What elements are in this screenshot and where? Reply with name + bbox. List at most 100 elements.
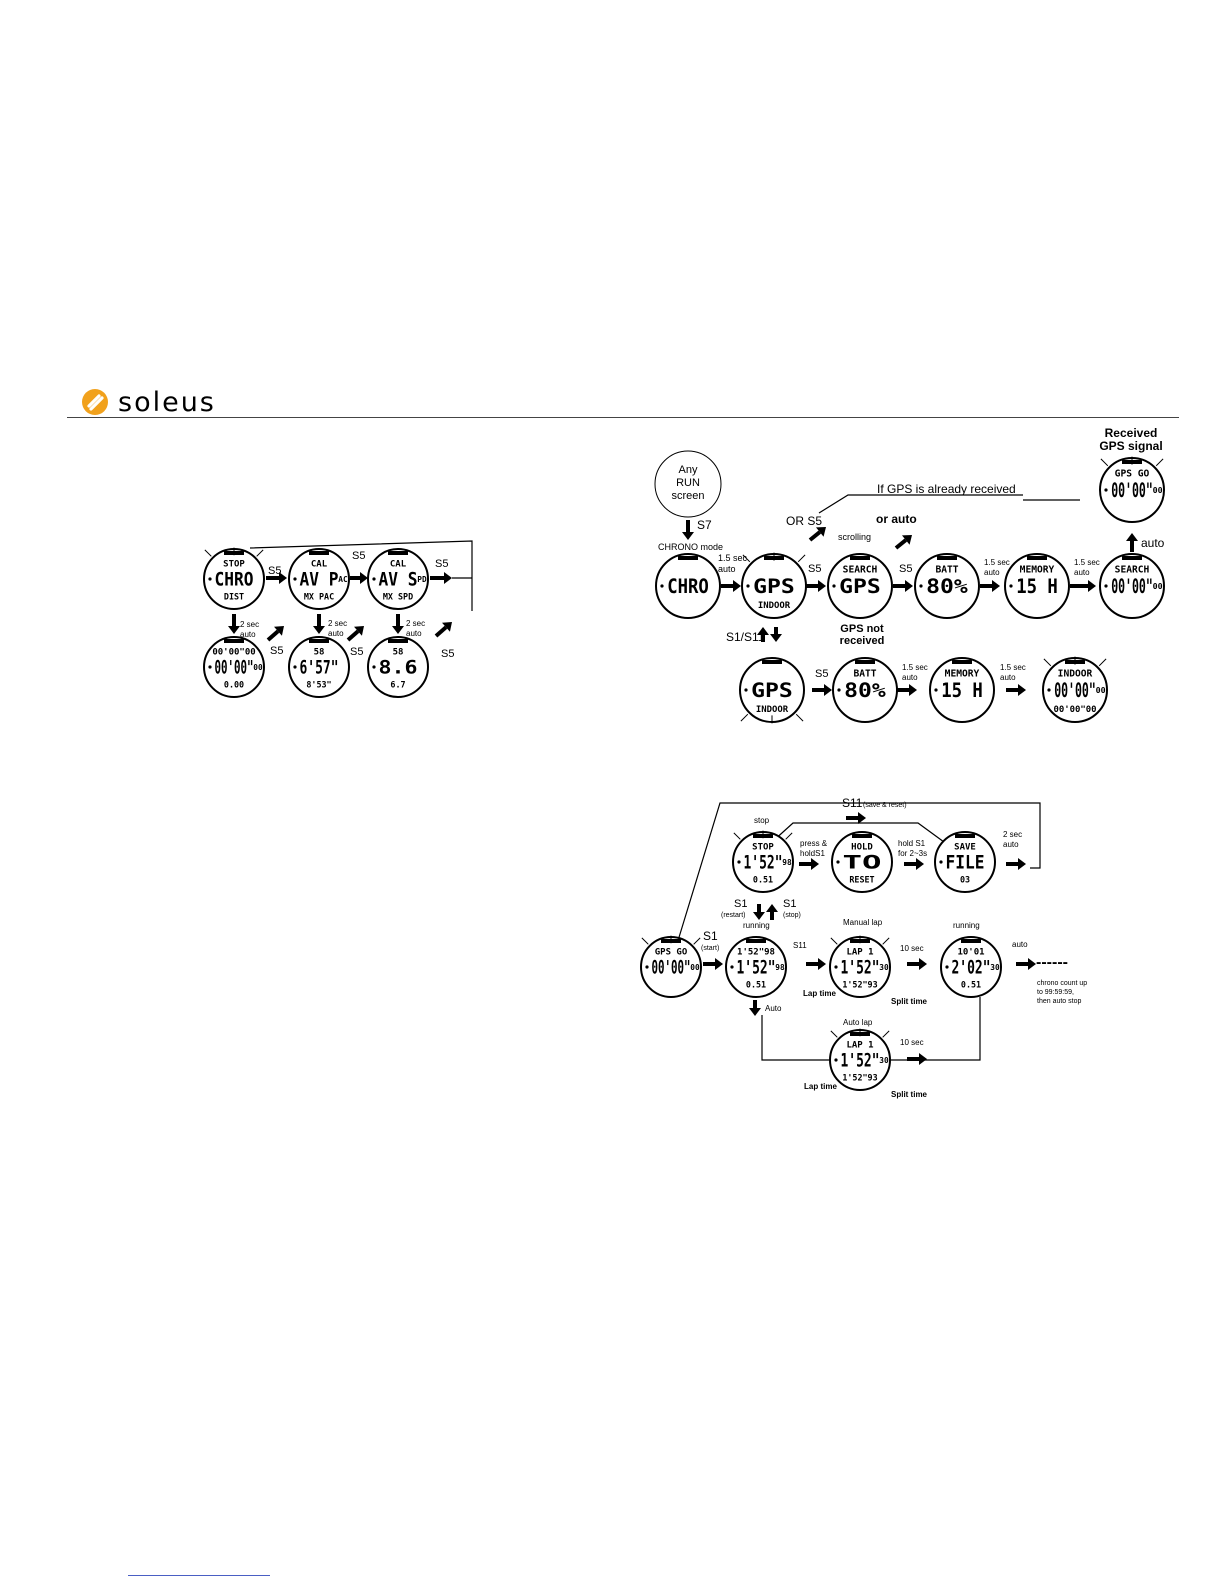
diagram-label: chrono count up (1037, 980, 1087, 987)
diagram-label: 2 sec (240, 620, 259, 629)
watch-face (203, 636, 265, 698)
diagram-label: S5 (350, 646, 363, 658)
diagram-label: S1/S11 (726, 630, 765, 644)
watch-indicator (224, 639, 244, 643)
diagram-label: (save & reset) (863, 802, 907, 809)
watch-main-line: FILE (946, 853, 985, 874)
diagram-label: S1 (703, 929, 718, 943)
watch-dot (1047, 688, 1051, 692)
watch-main-line: GPS (839, 575, 881, 598)
watch-speed-dial: 588.66.7 (367, 636, 429, 698)
watch-main-line: 00'00" (1111, 575, 1153, 598)
watch-face (1099, 553, 1165, 619)
blink-ray (830, 937, 838, 945)
flow-arrow (1070, 580, 1096, 592)
watch-face (288, 636, 350, 698)
watch-dot (834, 965, 838, 969)
flow-arrow (1126, 533, 1138, 552)
watch-indicator (961, 939, 981, 943)
flow-arrow (893, 580, 913, 592)
diagram-label: or auto (876, 512, 917, 526)
watch-face (725, 936, 787, 998)
watch-bottom-line: 00'00"00 (1053, 705, 1096, 715)
blink-ray (882, 1030, 890, 1038)
blink-ray (693, 937, 701, 945)
watch-running: 1'52"981'52"980.51 (725, 936, 787, 998)
diagram-label: holdS1 (800, 849, 825, 858)
watch-indicator (937, 556, 957, 560)
watch-indicator (388, 639, 408, 643)
diagram-label: S11 (793, 941, 807, 950)
blink-ray (1100, 458, 1109, 467)
flow-arrow (1016, 958, 1036, 970)
diagram-label: OR S5 (786, 514, 822, 528)
diagram-label: S7 (697, 518, 712, 532)
watch-bottom-line: 6.7 (390, 679, 405, 689)
page-header: soleus (0, 0, 1225, 420)
watch-face (934, 831, 996, 893)
diagram-label: S5 (899, 563, 912, 575)
diagram-label: If GPS is already received (877, 482, 1016, 496)
watch-bottom-line: INDOOR (756, 705, 789, 715)
diagram-label: auto (1003, 840, 1019, 849)
diagram-label: hold S1 (898, 839, 926, 848)
watch-indicator (952, 660, 972, 664)
watch-bottom-line: INDOOR (758, 601, 791, 611)
diagram-label: Received (1105, 426, 1158, 440)
watch-face (367, 636, 429, 698)
diagram-label: S5 (808, 563, 821, 575)
diagram-label: press & (800, 839, 828, 848)
header-divider (67, 417, 1179, 418)
watch-main-line: AV P (300, 570, 339, 591)
watch-top-line: 58 (393, 647, 404, 657)
watch-indicator (309, 639, 329, 643)
watch-dot (660, 584, 664, 588)
watch-face (367, 548, 429, 610)
watch-indicator (388, 551, 408, 555)
watch-top-line: MEMORY (1020, 565, 1055, 576)
watch-top-line: GPS GO (1115, 469, 1150, 480)
watch-sub-line: 00 (690, 963, 700, 972)
diagram-label: auto (406, 629, 422, 638)
diagram-label: S1 (783, 898, 796, 910)
diagram-label: auto (1012, 940, 1028, 949)
diagram-label: auto (1074, 568, 1090, 577)
diagram-label: S5 (268, 565, 281, 577)
watch-bottom-line: MX SPD (383, 591, 413, 601)
flow-arrow (907, 1053, 927, 1065)
watch-sub-line: 98 (775, 963, 785, 972)
diagram-label: 1.5 sec (1000, 663, 1026, 672)
flow-arrow (346, 626, 364, 642)
watch-bottom-line: RESET (849, 874, 874, 884)
flow-arrow (266, 572, 287, 584)
watch-sub-line: 30 (879, 1056, 889, 1065)
diagram-label: to 99:59:59, (1037, 989, 1074, 996)
watch-face (832, 657, 898, 723)
flow-arrow (806, 580, 826, 592)
watch-main-line: 80% (926, 575, 968, 598)
watch-face (929, 657, 995, 723)
watch-sub-line: 30 (990, 963, 1000, 972)
watch-sub-line: 98 (782, 858, 792, 867)
watch-main-line: 80% (844, 679, 886, 702)
flow-arrow (313, 614, 325, 634)
diagram-label: 1.5 sec (1074, 558, 1100, 567)
blink-ray (795, 713, 804, 722)
diagram-label: then auto stop (1037, 998, 1081, 1005)
watch-bottom-line: 0.51 (753, 874, 773, 884)
blink-ray (733, 832, 741, 840)
watch-top-line: GPS GO (655, 947, 688, 957)
watch-main-line: 00'00" (215, 658, 254, 679)
watch-main-line: 6'57" (300, 658, 339, 679)
watch-bottom-line: 0.00 (224, 679, 244, 689)
flow-arrow (228, 614, 240, 634)
watch-pace-dial: 586'57"8'53" (288, 636, 350, 698)
